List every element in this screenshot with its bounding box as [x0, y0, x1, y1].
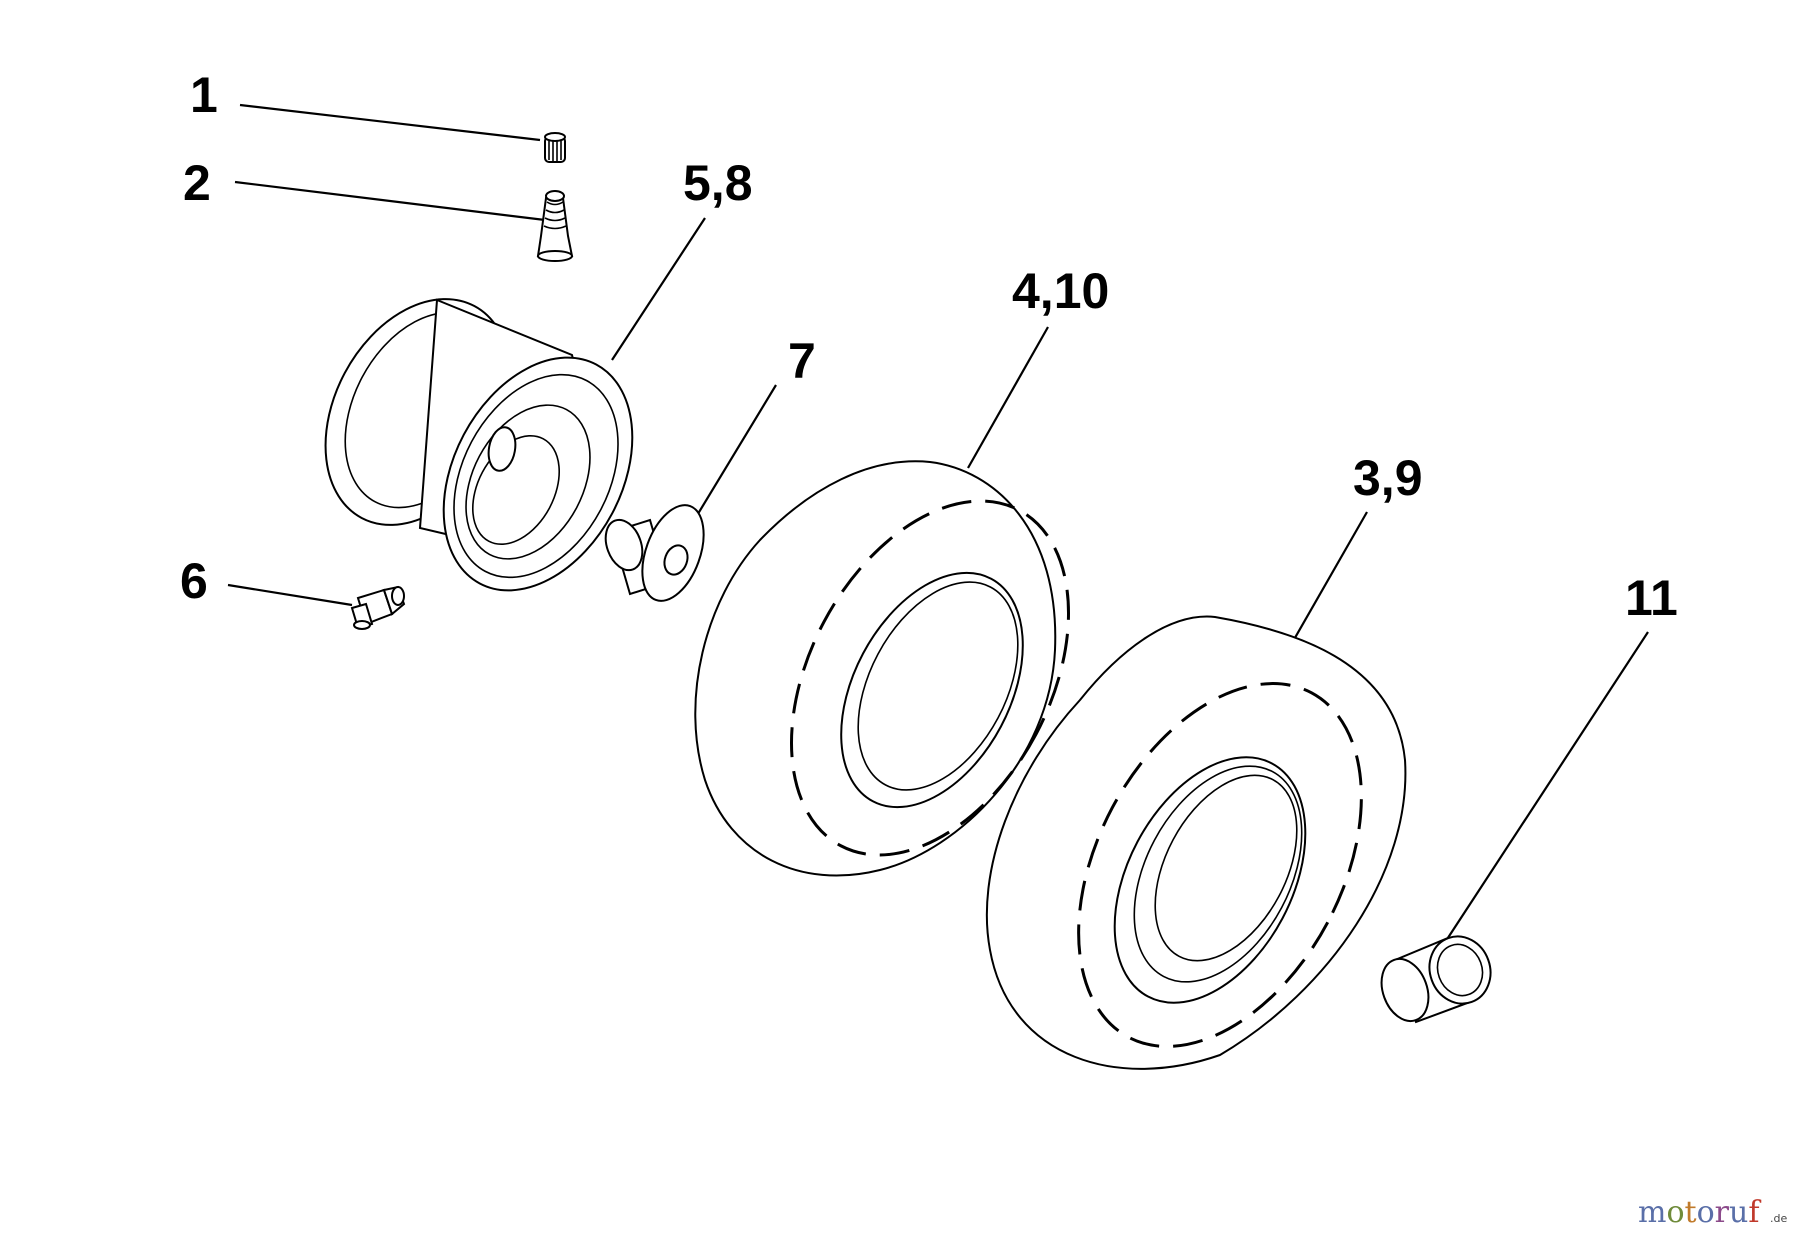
callout-2: 2 [183, 155, 211, 211]
valve-stem-part [536, 190, 574, 262]
logo-letter: m [1638, 1195, 1666, 1230]
leader-4-10 [967, 326, 1049, 469]
callout-1: 1 [190, 67, 218, 123]
grease-fitting-part [350, 585, 406, 630]
callout-11: 11 [1625, 570, 1678, 626]
callout-6: 6 [180, 553, 208, 609]
leader-6 [227, 583, 353, 607]
leader-7 [689, 384, 777, 528]
callout-4-10: 4,10 [1012, 263, 1109, 319]
leader-3-9 [1287, 511, 1368, 651]
leader-11 [1439, 631, 1649, 951]
wheel-rim-part [324, 298, 634, 592]
hub-cap-part [1380, 935, 1492, 1024]
logo-letter: f [1748, 1195, 1761, 1230]
leader-1 [239, 103, 541, 142]
valve-cap-part [544, 132, 566, 163]
leader-2 [234, 180, 546, 222]
tire-4-10-part [694, 460, 1071, 877]
callout-5-8: 5,8 [683, 155, 753, 211]
motoruf-logo: motoruf .de [1638, 1195, 1787, 1230]
callout-3-9: 3,9 [1353, 450, 1423, 506]
leader-5-8 [611, 217, 706, 361]
logo-tld: .de [1770, 1212, 1787, 1225]
leader-lines [227, 103, 1649, 951]
bushing-part [604, 504, 705, 602]
logo-letter: t [1685, 1195, 1697, 1230]
callouts: 1 2 5,8 4,10 7 3,9 6 11 [180, 67, 1678, 626]
logo-letter: u [1729, 1195, 1748, 1230]
tire-3-9-part [985, 615, 1407, 1070]
logo-letter: o [1666, 1195, 1684, 1230]
motoruf-wordmark: motoruf [1638, 1195, 1761, 1230]
logo-letter: o [1697, 1195, 1715, 1230]
logo-letter: r [1715, 1195, 1730, 1230]
callout-7: 7 [788, 333, 816, 389]
